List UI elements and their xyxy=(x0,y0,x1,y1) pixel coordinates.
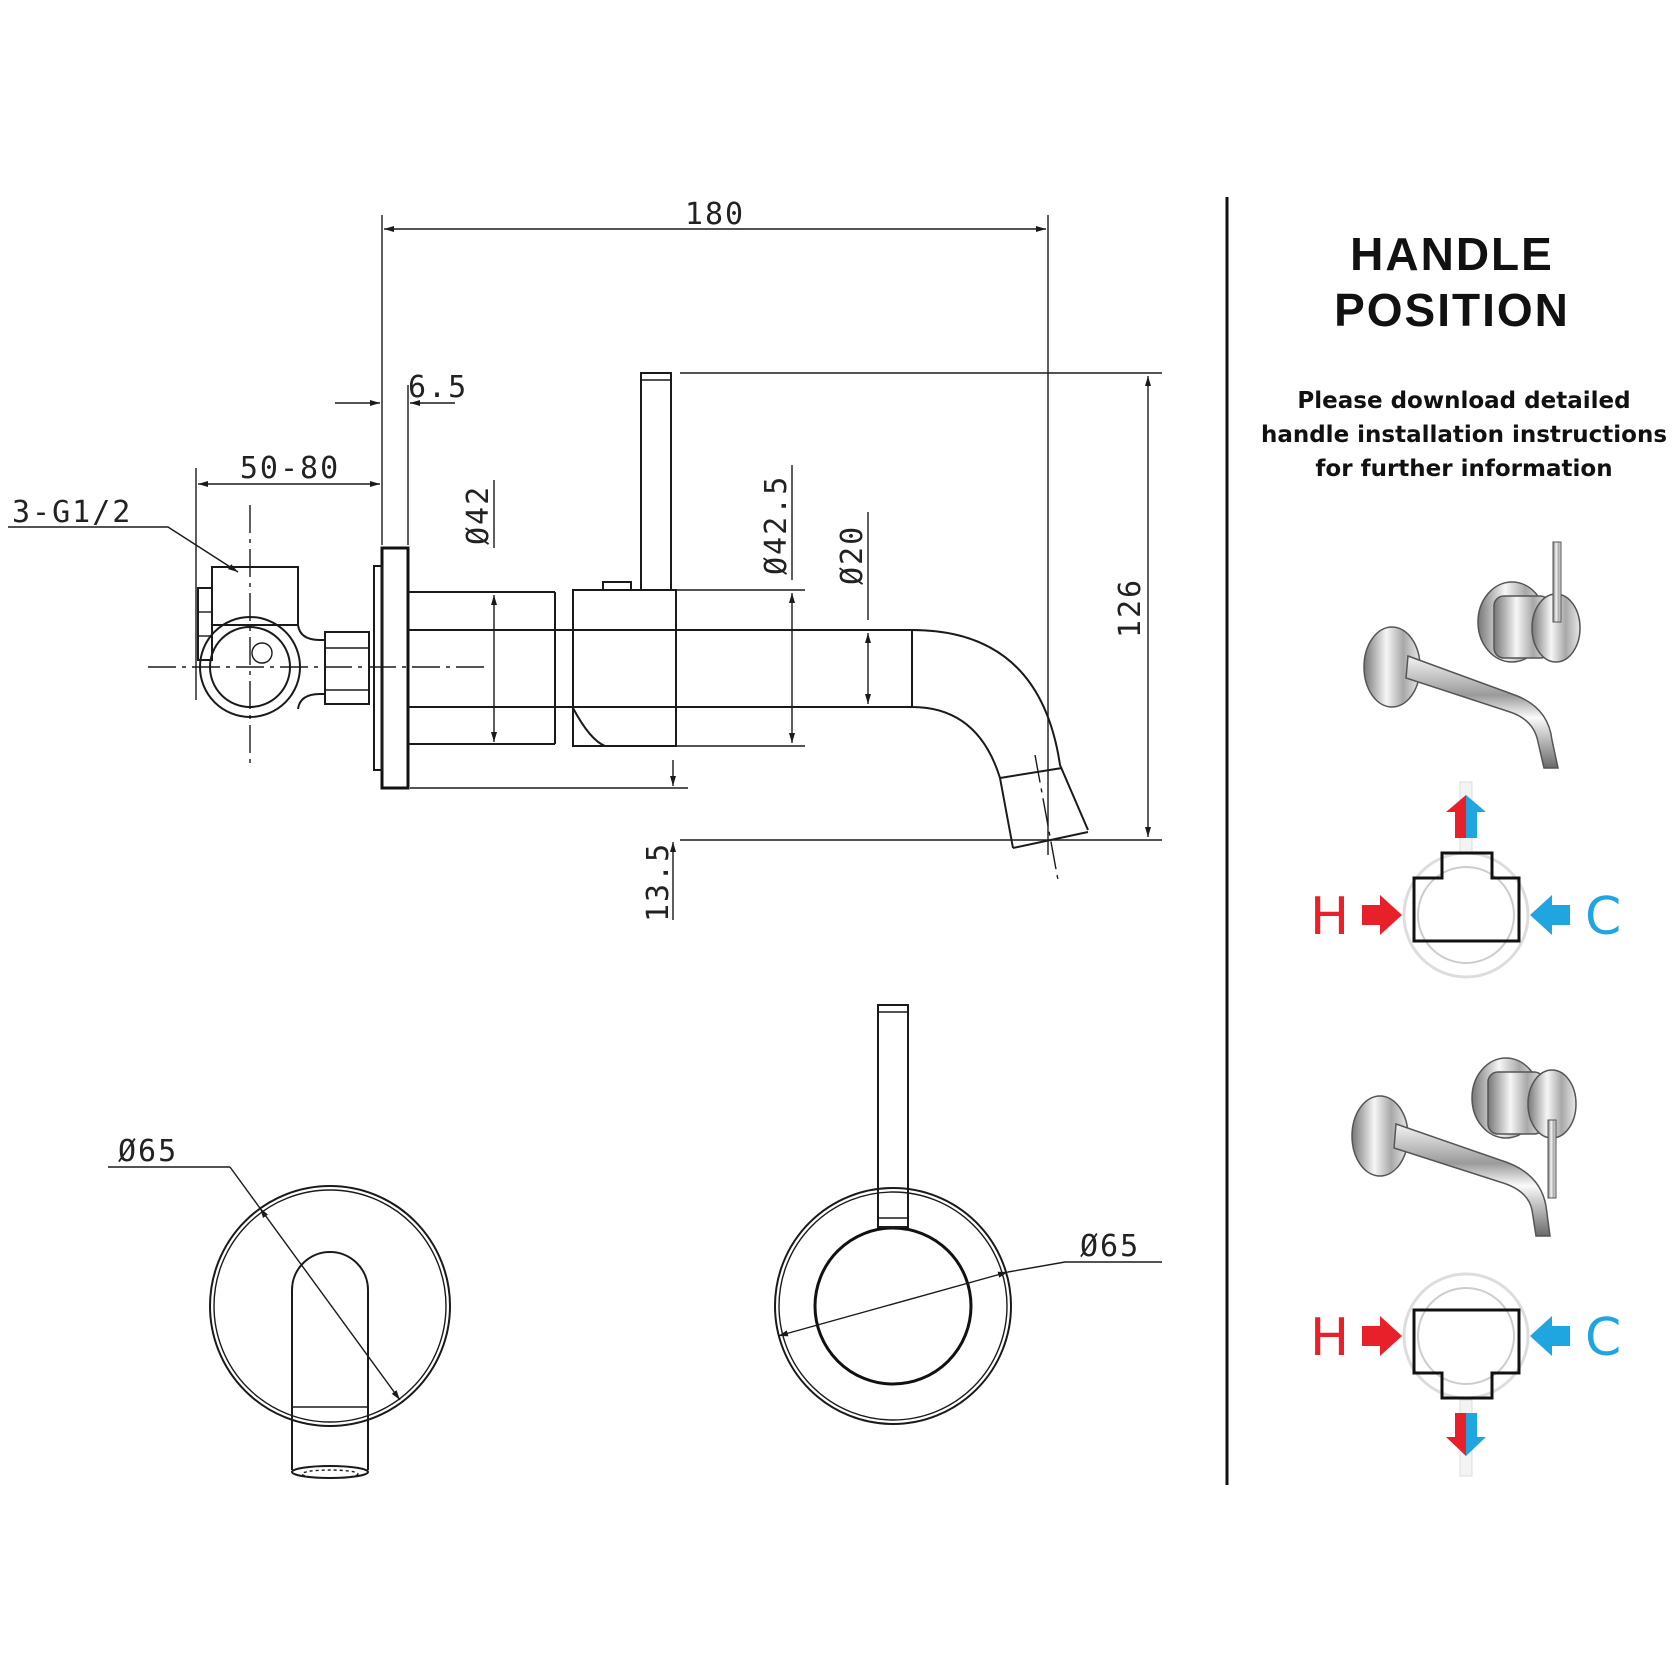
panel-title-line1: HANDLE xyxy=(1350,228,1554,280)
tap-handle-up-illustration xyxy=(1363,541,1581,769)
cold-label-1: C xyxy=(1585,887,1621,947)
dim-body-dia: Ø42 xyxy=(461,485,496,545)
hot-label-2: H xyxy=(1310,1308,1349,1368)
front-view-spout: Ø65 xyxy=(108,1134,451,1479)
dim-inlets: 3-G1/2 xyxy=(12,495,132,530)
tap-handle-down-illustration xyxy=(1351,1057,1577,1237)
valve-diagram-outlet-up: H C xyxy=(1310,781,1621,979)
cold-label-2: C xyxy=(1585,1308,1621,1368)
panel-note-line1: Please download detailed xyxy=(1297,388,1630,414)
valve-diagram-outlet-down: H C xyxy=(1310,1272,1621,1477)
side-elevation-view: 180 6.5 50-80 3-G1/2 xyxy=(8,197,1162,922)
dim-height: 126 xyxy=(1113,578,1148,638)
dim-plate-dia-right: Ø65 xyxy=(1080,1229,1140,1264)
dim-outlet-offset: 13.5 xyxy=(641,842,676,922)
panel-note-line2: handle installation instructions xyxy=(1261,422,1667,448)
dim-handle-dia: Ø42.5 xyxy=(759,475,794,575)
dim-wall-depth: 50-80 xyxy=(240,451,340,486)
dim-plate-dia-left: Ø65 xyxy=(118,1134,178,1169)
dim-overall-length: 180 xyxy=(685,197,745,232)
front-view-handle: Ø65 xyxy=(774,1004,1162,1425)
dim-spout-dia: Ø20 xyxy=(835,525,870,585)
handle-position-panel: HANDLE POSITION Please download detailed… xyxy=(1261,228,1667,1477)
panel-note-line3: for further information xyxy=(1315,456,1612,482)
panel-title-line2: POSITION xyxy=(1334,284,1570,336)
dim-flange-thickness: 6.5 xyxy=(408,370,468,405)
hot-label-1: H xyxy=(1310,887,1349,947)
